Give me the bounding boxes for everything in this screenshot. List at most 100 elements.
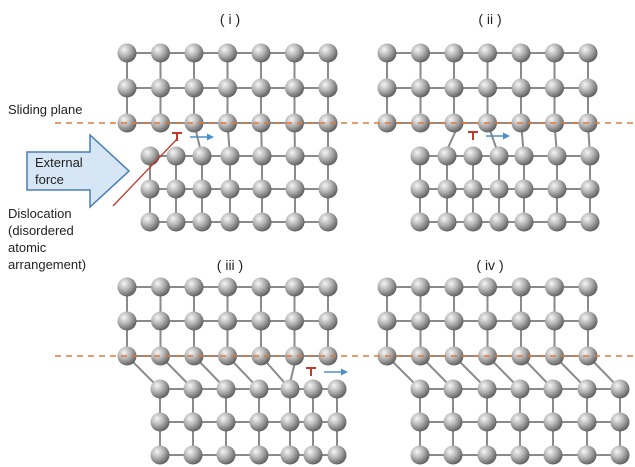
atom-icon (511, 277, 531, 297)
atom-icon (510, 379, 530, 399)
atom-icon (216, 445, 236, 465)
lattice-panel-iii (117, 277, 347, 465)
atom-icon (577, 379, 597, 399)
atom-icon (410, 379, 430, 399)
atom-icon (410, 445, 430, 465)
lattice-panel-iv (377, 277, 630, 465)
external-force-arrow (26, 133, 131, 209)
atom-icon (140, 146, 160, 166)
atom-icon (318, 277, 338, 297)
atom-icon (437, 179, 457, 199)
atom-icon (218, 346, 237, 366)
atom-icon (151, 277, 170, 297)
atom-icon (252, 179, 272, 199)
atom-icon (327, 412, 347, 432)
atom-icon (580, 146, 600, 166)
atom-icon (151, 113, 170, 133)
atom-icon (166, 179, 186, 199)
atom-icon (547, 146, 567, 166)
atom-icon (478, 311, 497, 331)
atom-icon (151, 346, 170, 366)
atom-icon (478, 277, 497, 297)
panel-title-ii: ( ii ) (478, 11, 501, 27)
atom-icon (280, 412, 300, 432)
atom-icon (285, 212, 305, 232)
atom-icon (545, 277, 564, 297)
atom-icon (411, 78, 430, 98)
atom-icon (577, 412, 597, 432)
atom-icon (377, 277, 397, 297)
atom-icon (218, 78, 237, 98)
atom-icon (166, 212, 186, 232)
atom-icon (280, 445, 300, 465)
atom-icon (285, 78, 304, 98)
lattice-panel-i (117, 43, 338, 232)
atom-icon (184, 43, 204, 63)
atom-icon (285, 346, 304, 366)
atom-icon (150, 445, 170, 465)
atom-icon (443, 412, 463, 432)
atom-icon (249, 445, 269, 465)
atom-icon (192, 212, 212, 232)
dislocation-label-line1: Dislocation (8, 206, 72, 221)
atom-icon (327, 379, 347, 399)
atom-icon (252, 212, 272, 232)
atom-icon (140, 179, 160, 199)
atom-icon (166, 146, 186, 166)
dislocation-label-line3: atomic (8, 240, 47, 255)
atom-icon (377, 311, 397, 331)
atom-icon (463, 179, 483, 199)
panel-title-iv: ( iv ) (476, 257, 503, 273)
atom-icon (251, 346, 271, 366)
atom-icon (437, 212, 457, 232)
atom-icon (510, 412, 530, 432)
atom-icon (285, 277, 304, 297)
atom-icon (410, 179, 430, 199)
atom-icon (411, 43, 430, 63)
atom-icon (578, 78, 598, 98)
atom-icon (510, 445, 530, 465)
atom-icon (547, 212, 567, 232)
atom-icon (478, 43, 497, 63)
atom-icon (444, 78, 464, 98)
atom-icon (511, 311, 531, 331)
atom-icon (318, 113, 338, 133)
atom-icon (285, 113, 304, 133)
atom-icon (511, 43, 531, 63)
atom-icon (150, 412, 170, 432)
atom-icon (610, 379, 630, 399)
atom-icon (489, 146, 509, 166)
atom-icon (444, 43, 464, 63)
atom-icon (577, 445, 597, 465)
bond-vertical (289, 361, 296, 384)
atom-icon (251, 113, 271, 133)
atom-icon (443, 379, 463, 399)
atom-icon (184, 277, 204, 297)
atom-icon (251, 277, 271, 297)
atom-icon (303, 412, 323, 432)
atom-icon (220, 146, 240, 166)
atom-icon (252, 146, 272, 166)
atom-icon (251, 78, 271, 98)
atom-icon (514, 179, 534, 199)
atom-icon (578, 43, 598, 63)
external-force-label-line1: External (35, 155, 83, 170)
atom-icon (218, 277, 237, 297)
atom-icon (184, 78, 204, 98)
atom-icon (547, 179, 567, 199)
atom-icon (543, 379, 563, 399)
atom-icon (610, 445, 630, 465)
atom-icon (280, 379, 300, 399)
atom-icon (489, 179, 509, 199)
atom-icon (318, 43, 338, 63)
atom-icon (216, 412, 236, 432)
atom-icon (463, 146, 483, 166)
atom-icon (463, 212, 483, 232)
atom-icon (478, 78, 497, 98)
atom-icon (437, 146, 457, 166)
lattice-panel-ii (377, 43, 600, 232)
atom-icon (318, 146, 338, 166)
atom-icon (411, 311, 430, 331)
atom-icon (327, 445, 347, 465)
atom-icon (477, 412, 497, 432)
